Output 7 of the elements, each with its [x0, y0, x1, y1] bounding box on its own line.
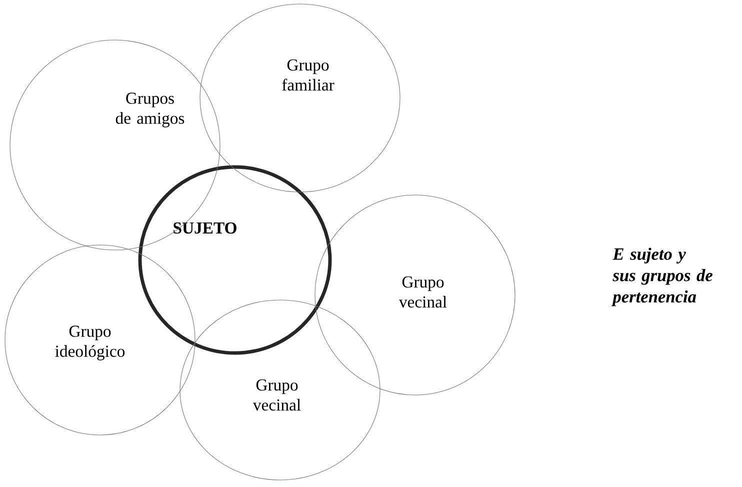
- circle-label: Grupos de amigos: [116, 92, 184, 128]
- circle-label: SUJETO: [174, 222, 236, 234]
- caption-text: E sujeto y sus grupos de pertenencia: [611, 248, 712, 306]
- circle-label: Grupo familiar: [282, 59, 334, 91]
- circle-label: Grupo vecinal: [252, 379, 301, 411]
- circle-label: Grupo ideológico: [55, 326, 125, 360]
- circle-label: Grupo vecinal: [398, 276, 447, 308]
